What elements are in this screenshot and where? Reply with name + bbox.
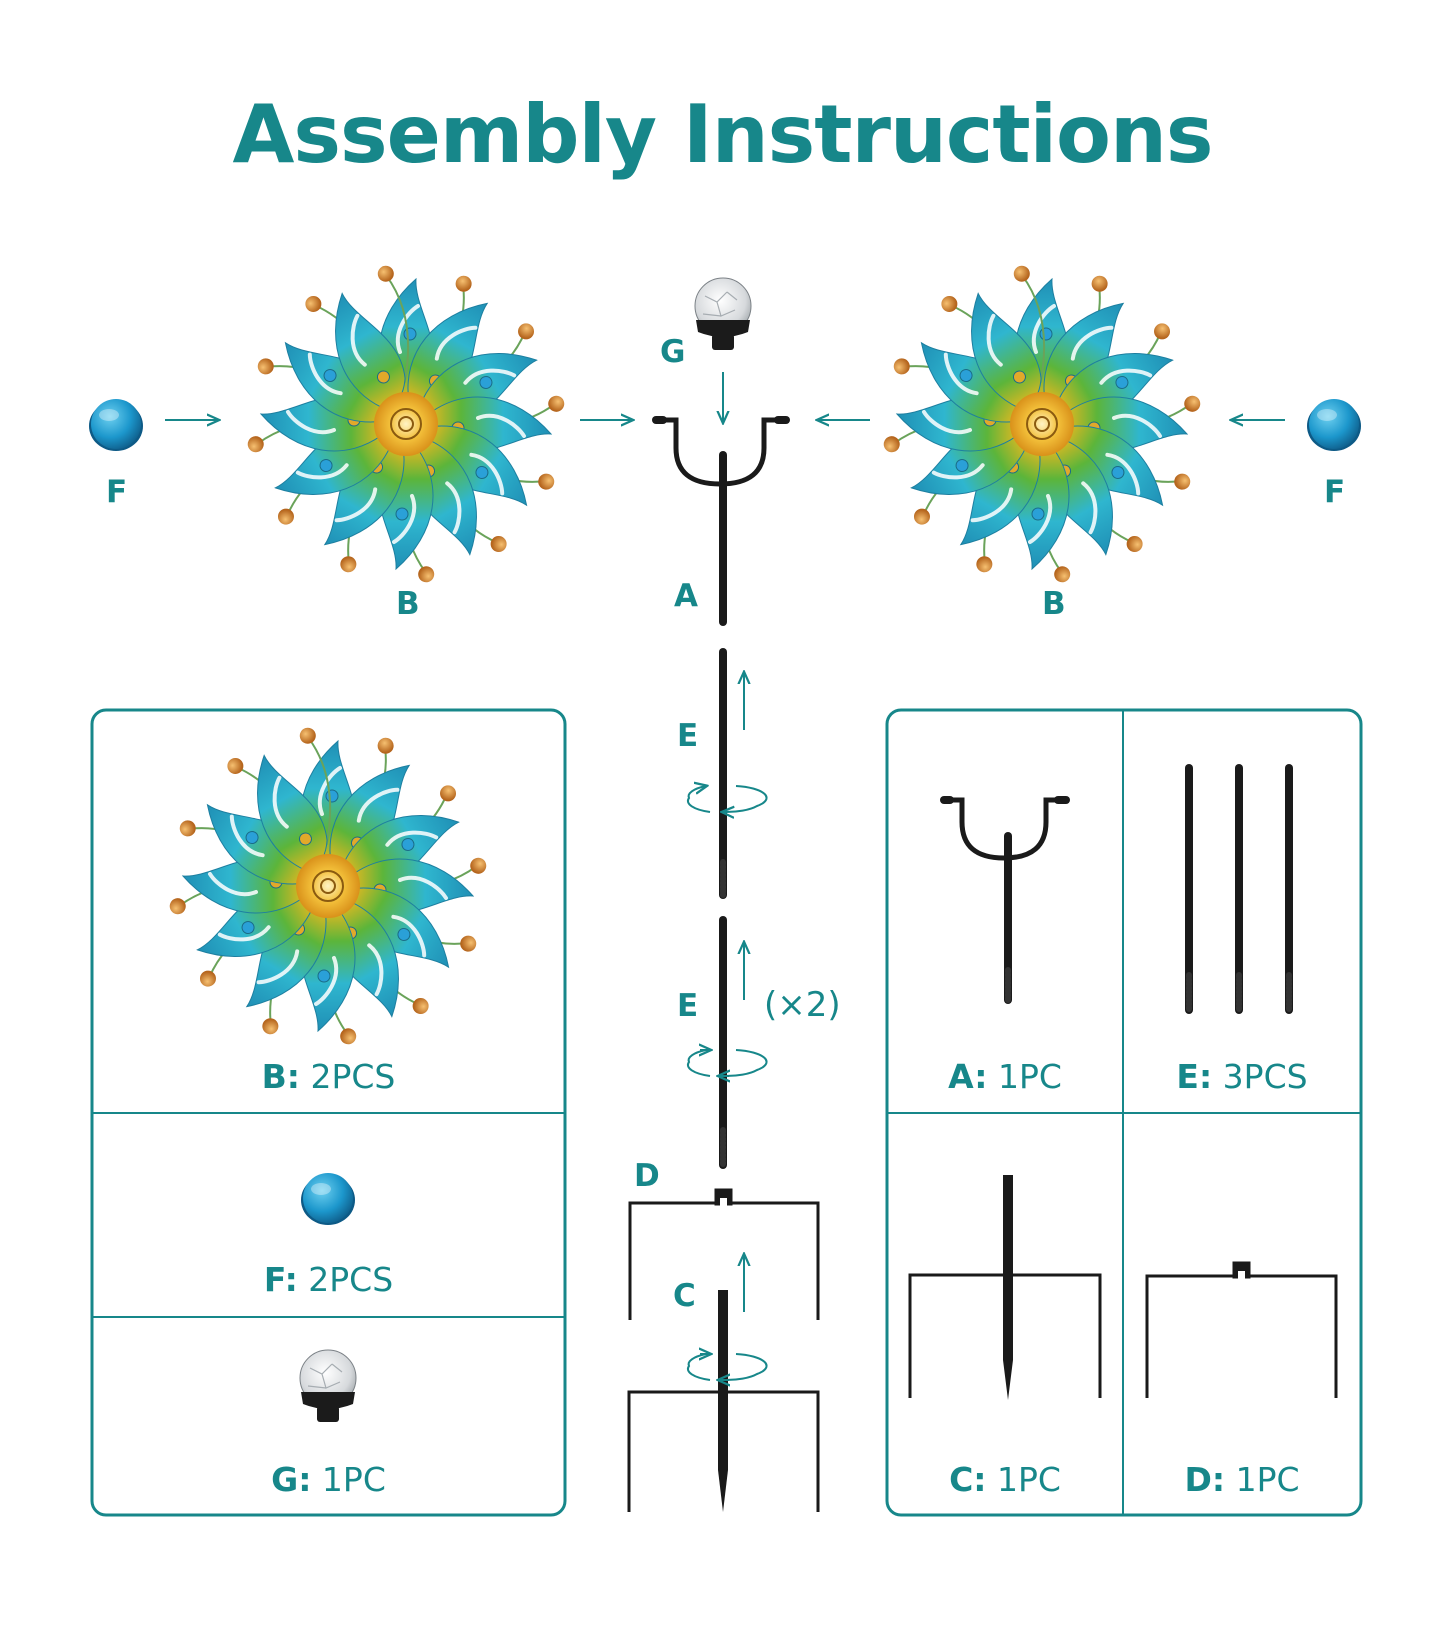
label-b-left: B	[396, 586, 420, 622]
rotate-icon	[686, 786, 768, 812]
page-title: Assembly Instructions	[232, 88, 1213, 181]
label-g: G	[660, 334, 686, 370]
stake-c-part-icon	[908, 1175, 1102, 1400]
caption-f: F: 2PCS	[263, 1260, 394, 1299]
label-e-top: E	[677, 718, 699, 754]
caption-b: B: 2PCS	[261, 1057, 396, 1096]
spinner-b-part-icon	[165, 723, 491, 1049]
label-d: D	[634, 1158, 660, 1194]
spinner-b-right-icon	[879, 261, 1205, 587]
caption-g: G: 1PC	[271, 1460, 386, 1499]
solar-light-g-icon	[694, 277, 752, 351]
stake-c-icon	[627, 1290, 820, 1512]
spinner-b-left-icon	[243, 261, 569, 587]
ball-f-part-icon	[301, 1173, 355, 1225]
solar-light-g-part-icon	[299, 1349, 357, 1423]
ball-f-left-icon	[89, 399, 143, 451]
label-b-right: B	[1042, 586, 1066, 622]
frame-d-icon	[628, 1188, 820, 1320]
label-f-right: F	[1324, 474, 1346, 510]
label-a: A	[674, 578, 698, 614]
pole-e-part-icon	[1185, 764, 1293, 1014]
pole-a-part-icon	[940, 796, 1070, 1004]
pole-a-icon	[652, 416, 790, 626]
label-f-left: F	[106, 474, 128, 510]
rotate-icon	[686, 1050, 768, 1076]
caption-d: D: 1PC	[1184, 1460, 1300, 1499]
rotate-icon	[686, 1354, 768, 1380]
caption-a: A: 1PC	[948, 1057, 1062, 1096]
label-e-mid: E	[677, 988, 699, 1024]
label-c: C	[673, 1278, 696, 1314]
multiplier-label: (×2)	[764, 985, 841, 1025]
caption-c: C: 1PC	[949, 1460, 1061, 1499]
caption-e: E: 3PCS	[1176, 1057, 1308, 1096]
ball-f-right-icon	[1307, 399, 1361, 451]
frame-d-part-icon	[1145, 1261, 1338, 1398]
